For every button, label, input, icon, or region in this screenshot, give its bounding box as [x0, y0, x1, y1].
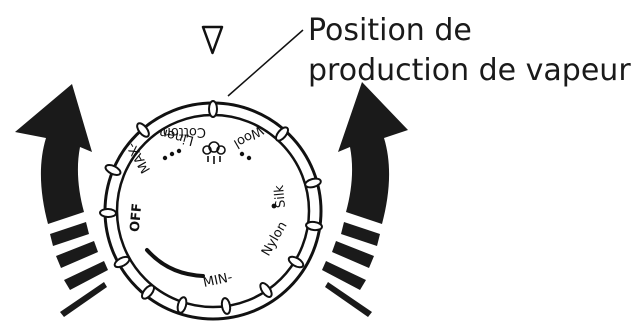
dial-label-off: OFF	[128, 203, 145, 233]
right-rotation-arrow-icon	[322, 82, 408, 317]
dial-label-min: MIN-	[202, 270, 234, 291]
pointer-triangle-icon	[201, 25, 224, 55]
dial-grip-ridges	[99, 100, 323, 315]
steam-icon	[202, 141, 226, 164]
callout-line-1: Position de	[308, 13, 472, 48]
temperature-range-arc	[145, 248, 205, 278]
temperature-dial[interactable]: Cotton Linen Wool MAX- OFF MIN- Nylon Si…	[99, 100, 323, 321]
dial-label-cotton: Cotton	[163, 124, 206, 139]
dial-label-silk: Silk	[272, 184, 289, 209]
setting-dots	[162, 148, 277, 209]
left-rotation-arrow-icon	[15, 84, 108, 317]
callout-line-2: production de vapeur	[308, 53, 631, 88]
callout-leader-line	[227, 29, 304, 97]
